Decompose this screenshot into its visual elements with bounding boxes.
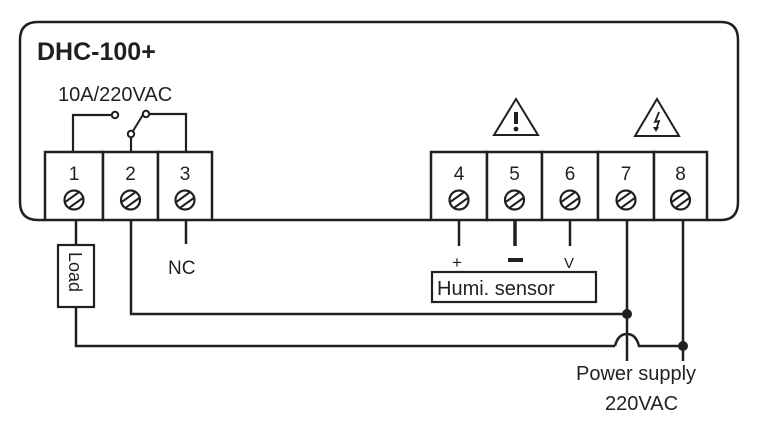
- terminal-2: 2: [101, 150, 160, 222]
- humi-sensor-box: [430, 270, 598, 304]
- sensor-v-label: V: [564, 255, 574, 272]
- screw-icon: [615, 189, 637, 211]
- terminal-6: 6: [540, 150, 600, 222]
- terminal-5: 5: [485, 150, 544, 222]
- humi-sensor-label: Humi. sensor: [437, 278, 555, 300]
- terminal-number: 6: [565, 164, 576, 185]
- terminal-number: 8: [675, 164, 686, 185]
- screw-icon: [503, 189, 526, 211]
- nc-label: NC: [168, 258, 195, 279]
- power-supply-label: Power supply: [576, 363, 696, 385]
- screw-icon: [119, 189, 142, 211]
- device-model-title: DHC-100+: [37, 38, 156, 66]
- terminal-number: 1: [69, 164, 80, 185]
- sensor-minus-mark: [508, 258, 523, 262]
- screw-icon: [669, 189, 692, 211]
- terminal-4: 4: [429, 150, 489, 222]
- relay-rating-label: 10A/220VAC: [58, 84, 172, 106]
- high-voltage-icon: [633, 97, 681, 137]
- wires: Load: [56, 220, 688, 361]
- screw-icon: [63, 189, 85, 211]
- sensor-plus-label: +: [452, 253, 462, 272]
- load-label: Load: [65, 252, 85, 292]
- terminal-1: 1: [43, 150, 105, 222]
- screw-icon: [174, 189, 196, 211]
- terminal-number: 2: [125, 164, 136, 185]
- terminal-number: 5: [509, 164, 520, 185]
- screw-icon: [448, 189, 470, 211]
- terminal-blocks: 1 2 3 4 5 6 7 8: [43, 150, 709, 222]
- relay-switch-symbol: [71, 109, 188, 152]
- power-voltage-label: 220VAC: [605, 393, 678, 415]
- warning-exclamation-icon: [492, 97, 540, 136]
- terminal-7: 7: [596, 150, 656, 222]
- terminal-8: 8: [652, 150, 709, 222]
- controller-housing: [18, 20, 740, 222]
- terminal-number: 3: [180, 164, 191, 185]
- terminal-number: 7: [621, 164, 632, 185]
- terminal-3: 3: [156, 150, 214, 222]
- screw-icon: [559, 189, 581, 211]
- terminal-number: 4: [454, 164, 465, 185]
